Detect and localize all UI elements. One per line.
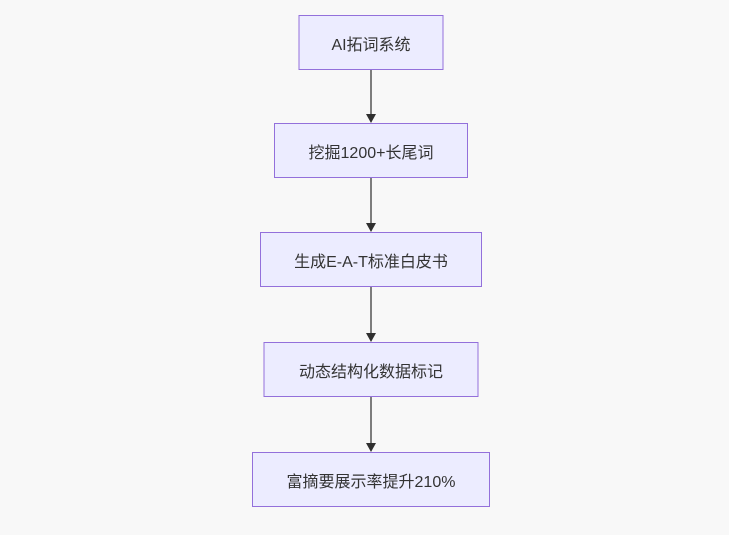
edge-line (370, 70, 372, 114)
arrowhead-down-icon (366, 443, 376, 452)
edge-connector (366, 70, 376, 123)
node-label: AI拓词系统 (331, 36, 411, 54)
edge-line (370, 397, 372, 443)
node-label: 动态结构化数据标记 (298, 363, 443, 381)
flowchart-node-eat-whitepaper: 生成E-A-T标准白皮书 (260, 232, 482, 287)
flowchart-node-longtail-mining: 挖掘1200+长尾词 (274, 123, 468, 178)
node-label: 富摘要展示率提升210% (286, 473, 456, 491)
flowchart-node-rich-snippet-rate: 富摘要展示率提升210% (252, 452, 490, 507)
arrowhead-down-icon (366, 223, 376, 232)
edge-line (370, 178, 372, 223)
edge-connector (366, 178, 376, 232)
node-label: 挖掘1200+长尾词 (308, 144, 434, 162)
edge-line (370, 287, 372, 333)
edge-connector (366, 287, 376, 342)
flowchart-node-ai-word-expansion: AI拓词系统 (298, 15, 444, 70)
arrowhead-down-icon (366, 333, 376, 342)
flowchart-node-structured-data-markup: 动态结构化数据标记 (263, 342, 479, 397)
edge-connector (366, 397, 376, 452)
node-label: 生成E-A-T标准白皮书 (294, 253, 448, 271)
arrowhead-down-icon (366, 114, 376, 123)
